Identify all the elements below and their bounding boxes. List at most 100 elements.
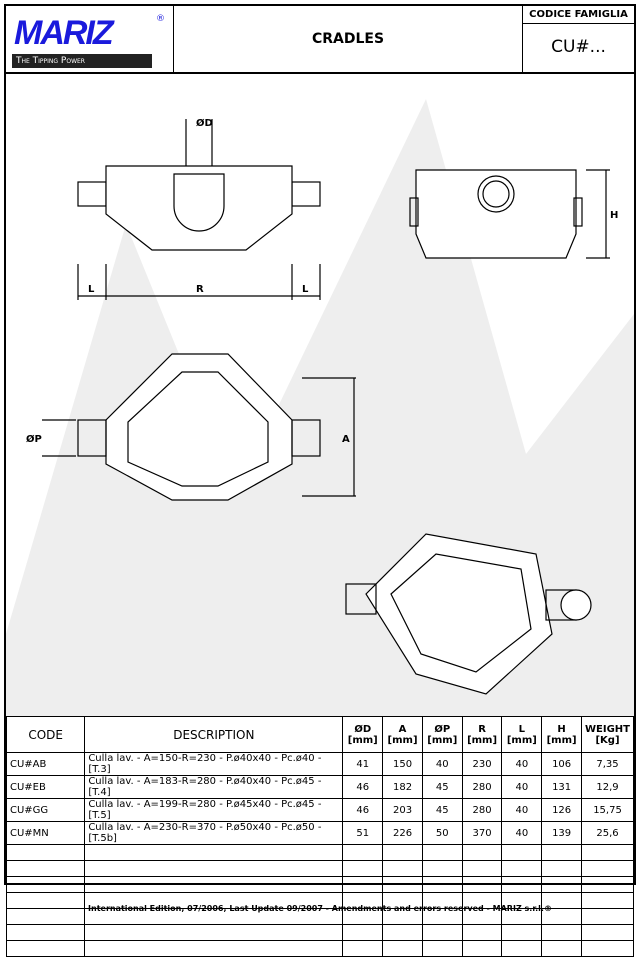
isometric-view xyxy=(345,533,592,695)
page-title: CRADLES xyxy=(311,31,385,47)
table-cell xyxy=(382,876,423,893)
table-cell xyxy=(342,844,384,861)
table-cell xyxy=(5,924,86,941)
dim-p: ØP xyxy=(26,433,42,445)
table-cell: 45 xyxy=(421,798,463,822)
header: MARIZ ® The Tipping Power CRADLES CODICE… xyxy=(6,6,634,74)
column-header: R [mm] xyxy=(461,716,503,753)
table-cell xyxy=(5,876,86,893)
mariz-logo: MARIZ ® The Tipping Power xyxy=(6,6,174,72)
table-cell xyxy=(342,876,384,893)
table-cell xyxy=(461,844,503,861)
table-cell xyxy=(541,924,583,941)
table-cell xyxy=(382,940,423,957)
table-cell xyxy=(84,876,344,893)
dim-a: A xyxy=(342,434,350,445)
table-row xyxy=(5,876,634,893)
table-cell: Culla lav. - A=199-R=280 - P.ø45x40 - Pc… xyxy=(84,798,344,822)
table-row xyxy=(5,940,634,957)
table-cell: 40 xyxy=(501,798,543,822)
table-cell: 203 xyxy=(382,798,423,822)
table-cell xyxy=(5,844,86,861)
top-view: A ØP xyxy=(26,353,356,501)
family-code: CU#... xyxy=(551,37,606,57)
table-cell: 182 xyxy=(382,775,423,799)
table-cell: 106 xyxy=(541,752,583,776)
table-cell: CU#AB xyxy=(5,752,86,776)
table-cell: 126 xyxy=(541,798,583,822)
technical-drawings: ØD L R L H A ØP xyxy=(6,74,634,716)
table-cell xyxy=(581,940,634,957)
page-frame: MARIZ ® The Tipping Power CRADLES CODICE… xyxy=(4,4,636,957)
table-row xyxy=(5,860,634,877)
column-header: H [mm] xyxy=(541,716,583,753)
table-cell: 40 xyxy=(501,821,543,845)
dim-h: H xyxy=(610,210,618,221)
table-row xyxy=(5,844,634,861)
table-cell xyxy=(421,876,463,893)
table-cell xyxy=(84,860,344,877)
table-cell: CU#MN xyxy=(5,821,86,845)
table-cell xyxy=(5,860,86,877)
table-cell xyxy=(461,876,503,893)
logo-tagline: The Tipping Power xyxy=(12,54,152,68)
table-cell xyxy=(581,876,634,893)
table-cell xyxy=(84,924,344,941)
table-cell xyxy=(84,940,344,957)
table-cell: Culla lav. - A=230-R=370 - P.ø50x40 - Pc… xyxy=(84,821,344,845)
table-cell: 150 xyxy=(382,752,423,776)
column-header: L [mm] xyxy=(501,716,543,753)
table-cell: 7,35 xyxy=(581,752,634,776)
table-cell xyxy=(342,860,384,877)
front-view: ØD L R L xyxy=(77,117,321,300)
table-cell xyxy=(342,940,384,957)
table-cell: 226 xyxy=(382,821,423,845)
table-cell xyxy=(461,924,503,941)
table-cell: 280 xyxy=(461,798,503,822)
table-cell xyxy=(501,844,543,861)
table-cell xyxy=(382,924,423,941)
table-cell xyxy=(541,844,583,861)
table-cell xyxy=(581,844,634,861)
table-cell: 41 xyxy=(342,752,384,776)
side-view: H xyxy=(409,169,618,259)
table-cell xyxy=(541,940,583,957)
table-cell xyxy=(421,940,463,957)
dim-l-left: L xyxy=(88,284,95,295)
table-cell xyxy=(84,844,344,861)
table-cell: 46 xyxy=(342,798,384,822)
table-cell xyxy=(541,876,583,893)
table-row xyxy=(5,924,634,941)
table-cell: 280 xyxy=(461,775,503,799)
table-cell xyxy=(5,940,86,957)
column-header: A [mm] xyxy=(382,716,423,753)
table-cell: CU#GG xyxy=(5,798,86,822)
table-cell xyxy=(421,924,463,941)
table-cell xyxy=(581,924,634,941)
table-cell: CU#EB xyxy=(5,775,86,799)
footer-note: International Edition, 07/2006, Last Upd… xyxy=(88,904,552,913)
table-cell: 51 xyxy=(342,821,384,845)
table-cell xyxy=(342,924,384,941)
table-cell xyxy=(501,940,543,957)
table-cell: 45 xyxy=(421,775,463,799)
table-cell xyxy=(501,924,543,941)
table-cell: 25,6 xyxy=(581,821,634,845)
table-cell: 40 xyxy=(501,775,543,799)
dim-r: R xyxy=(196,284,204,295)
table-cell: 230 xyxy=(461,752,503,776)
table-cell: 46 xyxy=(342,775,384,799)
table-cell xyxy=(581,860,634,877)
table-cell: 12,9 xyxy=(581,775,634,799)
column-header: ØP [mm] xyxy=(421,716,463,753)
table-cell xyxy=(382,860,423,877)
table-cell: Culla lav. - A=150-R=230 - P.ø40x40 - Pc… xyxy=(84,752,344,776)
column-header: WEIGHT [Kg] xyxy=(581,716,634,753)
table-cell: 139 xyxy=(541,821,583,845)
dim-d: ØD xyxy=(196,117,213,129)
